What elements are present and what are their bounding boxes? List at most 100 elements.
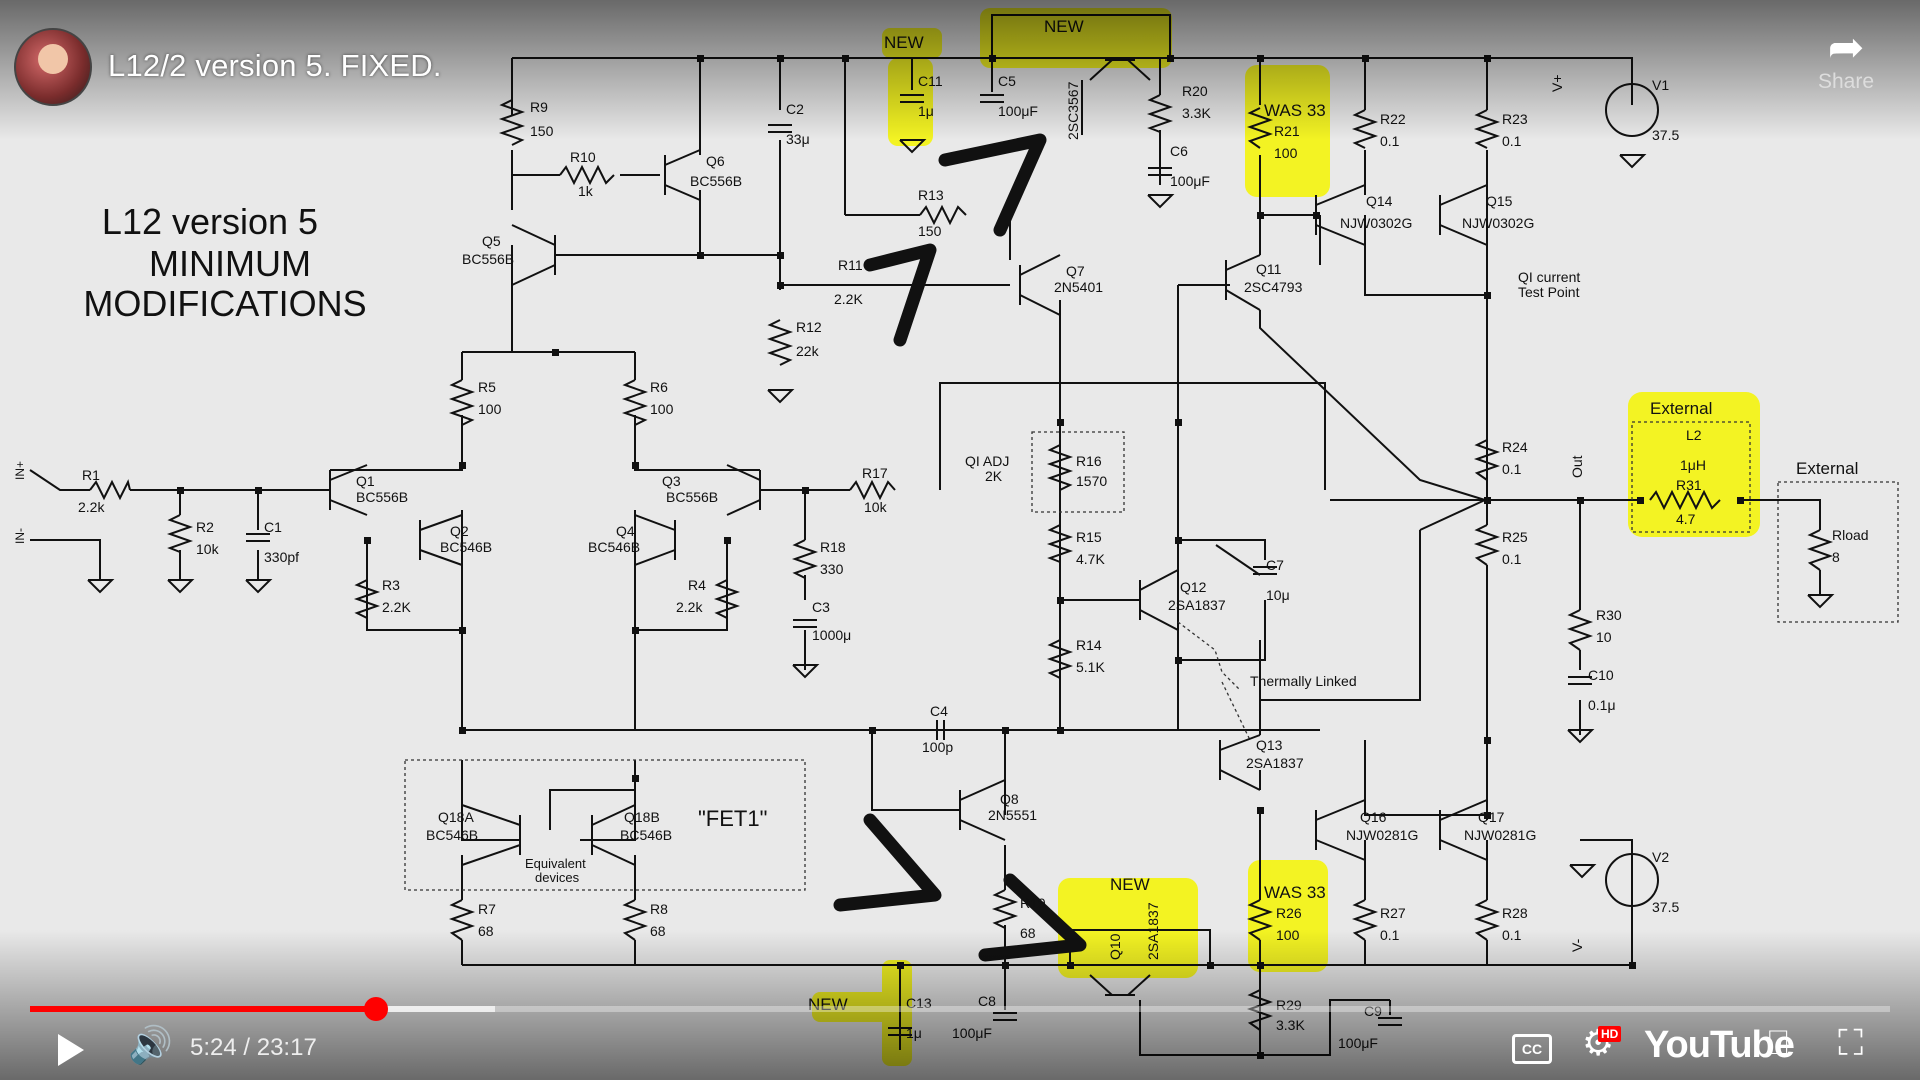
svg-text:Q1: Q1 xyxy=(356,473,375,489)
svg-text:37.5: 37.5 xyxy=(1652,127,1679,143)
svg-text:MINIMUM: MINIMUM xyxy=(149,243,311,284)
time-display: 5:24 / 23:17 xyxy=(190,1034,317,1062)
svg-text:0.1: 0.1 xyxy=(1502,461,1522,477)
svg-text:2SC3567: 2SC3567 xyxy=(1065,81,1081,140)
svg-text:C2: C2 xyxy=(786,101,804,117)
time-total: 23:17 xyxy=(256,1034,317,1061)
svg-text:R22: R22 xyxy=(1380,111,1406,127)
svg-text:330pf: 330pf xyxy=(264,549,299,565)
svg-text:R2: R2 xyxy=(196,519,214,535)
svg-text:R16: R16 xyxy=(1076,453,1102,469)
svg-text:C1: C1 xyxy=(264,519,282,535)
svg-text:V+: V+ xyxy=(1549,74,1565,92)
svg-text:Q10: Q10 xyxy=(1107,933,1123,960)
svg-text:R14: R14 xyxy=(1076,637,1102,653)
svg-text:R30: R30 xyxy=(1596,607,1622,623)
player-controls: 🔊 5:24 / 23:17 CC ⚙ HD YouTube ⎕ ⛶ xyxy=(0,1020,1920,1080)
svg-text:External: External xyxy=(1650,399,1712,418)
cast-icon[interactable]: ⎕ xyxy=(1768,1024,1789,1062)
svg-text:2N5401: 2N5401 xyxy=(1054,279,1103,295)
svg-text:BC546B: BC546B xyxy=(440,539,492,555)
svg-text:C6: C6 xyxy=(1170,143,1188,159)
share-arrow-icon: ➦ xyxy=(1827,23,1865,72)
svg-text:C7: C7 xyxy=(1266,557,1284,573)
svg-text:WAS 33: WAS 33 xyxy=(1264,101,1326,120)
svg-text:0.1: 0.1 xyxy=(1380,927,1400,943)
channel-avatar[interactable] xyxy=(14,28,92,106)
svg-text:150: 150 xyxy=(918,223,942,239)
svg-text:Q12: Q12 xyxy=(1180,579,1207,595)
svg-text:QI ADJ: QI ADJ xyxy=(965,453,1009,469)
scrubber-handle[interactable] xyxy=(363,997,388,1021)
svg-text:R12: R12 xyxy=(796,319,822,335)
svg-text:R19: R19 xyxy=(1020,895,1046,911)
svg-text:2.2k: 2.2k xyxy=(78,499,105,515)
svg-text:2.2K: 2.2K xyxy=(382,599,411,615)
svg-text:1μ: 1μ xyxy=(918,103,934,119)
share-label: Share xyxy=(1817,70,1875,93)
hd-badge: HD xyxy=(1598,1026,1622,1042)
svg-text:100: 100 xyxy=(478,401,502,417)
svg-text:100μF: 100μF xyxy=(1170,173,1210,189)
svg-text:2SA1837: 2SA1837 xyxy=(1246,755,1304,771)
svg-text:R5: R5 xyxy=(478,379,496,395)
svg-text:37.5: 37.5 xyxy=(1652,899,1679,915)
svg-text:R7: R7 xyxy=(478,901,496,917)
svg-text:Equivalent: Equivalent xyxy=(525,856,586,871)
svg-text:Q16: Q16 xyxy=(1360,809,1387,825)
svg-text:R31: R31 xyxy=(1676,477,1702,493)
share-button[interactable]: ➦ Share xyxy=(1806,26,1886,94)
svg-text:3.3K: 3.3K xyxy=(1182,105,1211,121)
svg-text:R27: R27 xyxy=(1380,905,1406,921)
svg-text:IN+: IN+ xyxy=(13,461,27,480)
svg-text:Out: Out xyxy=(1569,455,1585,478)
svg-text:0.1: 0.1 xyxy=(1380,133,1400,149)
svg-text:2.2K: 2.2K xyxy=(834,291,863,307)
svg-text:R24: R24 xyxy=(1502,439,1528,455)
time-separator: / xyxy=(243,1034,257,1061)
play-icon[interactable] xyxy=(58,1034,84,1066)
svg-text:V2: V2 xyxy=(1652,849,1669,865)
svg-text:NEW: NEW xyxy=(884,33,924,52)
svg-text:10k: 10k xyxy=(196,541,220,557)
svg-text:NJW0281G: NJW0281G xyxy=(1464,827,1536,843)
svg-text:1570: 1570 xyxy=(1076,473,1107,489)
svg-text:Rload: Rload xyxy=(1832,527,1869,543)
svg-text:100: 100 xyxy=(1276,927,1300,943)
svg-text:R6: R6 xyxy=(650,379,668,395)
svg-text:R25: R25 xyxy=(1502,529,1528,545)
progress-bar[interactable] xyxy=(30,997,1890,1021)
svg-text:2SA1837: 2SA1837 xyxy=(1168,597,1226,613)
svg-text:150: 150 xyxy=(530,123,554,139)
svg-text:5.1K: 5.1K xyxy=(1076,659,1105,675)
svg-text:Q5: Q5 xyxy=(482,233,501,249)
progress-played xyxy=(30,1006,376,1012)
svg-text:"FET1": "FET1" xyxy=(698,806,767,831)
svg-text:Q17: Q17 xyxy=(1478,809,1505,825)
svg-text:330: 330 xyxy=(820,561,844,577)
fullscreen-icon[interactable]: ⛶ xyxy=(1838,1022,1864,1063)
svg-text:Q13: Q13 xyxy=(1256,737,1283,753)
svg-text:L12 version 5: L12 version 5 xyxy=(102,201,318,242)
svg-text:1μH: 1μH xyxy=(1680,457,1706,473)
svg-text:68: 68 xyxy=(478,923,494,939)
svg-text:1k: 1k xyxy=(578,183,594,199)
svg-text:L2: L2 xyxy=(1686,427,1702,443)
captions-button[interactable]: CC xyxy=(1512,1034,1552,1064)
svg-text:NEW: NEW xyxy=(1110,875,1150,894)
resistor-symbols xyxy=(89,94,1834,1031)
svg-text:R21: R21 xyxy=(1274,123,1300,139)
svg-text:C10: C10 xyxy=(1588,667,1614,683)
svg-text:R9: R9 xyxy=(530,99,548,115)
volume-icon[interactable]: 🔊 xyxy=(128,1024,173,1065)
svg-text:V-: V- xyxy=(1569,938,1585,952)
svg-text:WAS 33: WAS 33 xyxy=(1264,883,1326,902)
youtube-logo[interactable]: YouTube xyxy=(1644,1024,1795,1066)
svg-text:1000μ: 1000μ xyxy=(812,627,851,643)
svg-text:Q18A: Q18A xyxy=(438,809,474,825)
svg-text:Q18B: Q18B xyxy=(624,809,660,825)
video-title[interactable]: L12/2 version 5. FIXED. xyxy=(108,48,442,83)
svg-text:2N5551: 2N5551 xyxy=(988,807,1037,823)
svg-text:10k: 10k xyxy=(864,499,888,515)
